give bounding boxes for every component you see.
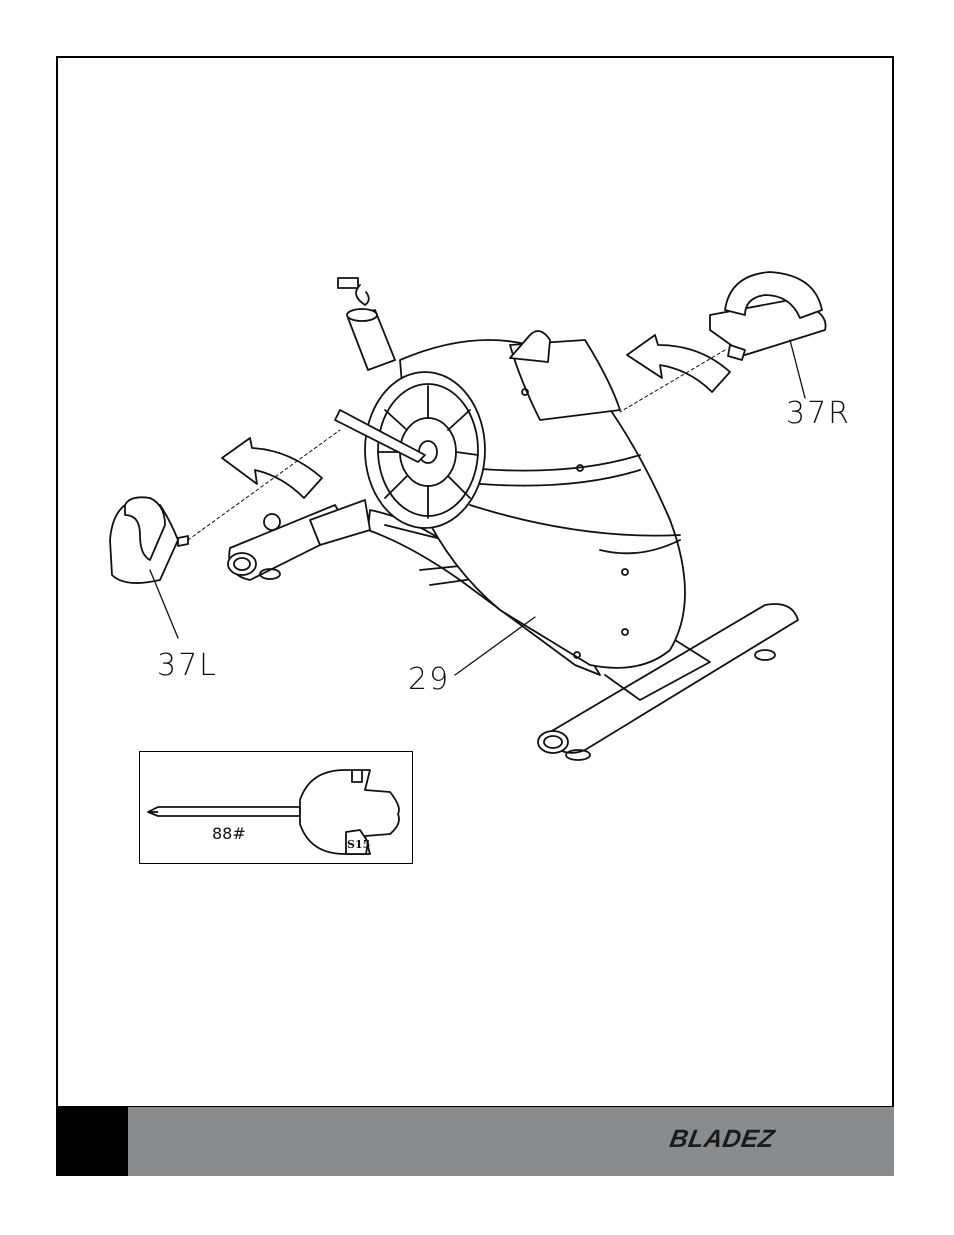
brand-logo: BLADEZ: [667, 1125, 777, 1153]
callout-29: 29: [408, 662, 451, 697]
callout-37R: 37R: [786, 396, 852, 431]
leader-37L: [149, 569, 179, 639]
seat-post: [337, 277, 396, 371]
brand-trademark: ·: [821, 1125, 823, 1131]
leader-37R: [789, 339, 806, 399]
leader-29: [454, 616, 536, 676]
callout-37L: 37L: [157, 648, 218, 683]
tool-code-label: S15: [347, 838, 371, 851]
crank-arm: [334, 409, 426, 463]
tool-box: 88# S15: [139, 751, 413, 864]
tool-size-label: 88#: [212, 824, 246, 843]
right-rotation-arrow: [626, 334, 731, 393]
right-dash-line: [619, 349, 726, 413]
left-pedal: [109, 496, 189, 584]
flywheel: [364, 371, 486, 529]
left-dash-line: [187, 429, 341, 541]
left-rotation-arrow: [221, 437, 323, 499]
rear-stabilizer: [537, 603, 799, 761]
footer-page-block: [56, 1107, 128, 1176]
assembly-illustration: [109, 271, 827, 761]
footer-bar: BLADEZ ·: [56, 1106, 894, 1176]
screwdriver-icon: [147, 769, 400, 855]
right-pedal: [709, 271, 827, 361]
